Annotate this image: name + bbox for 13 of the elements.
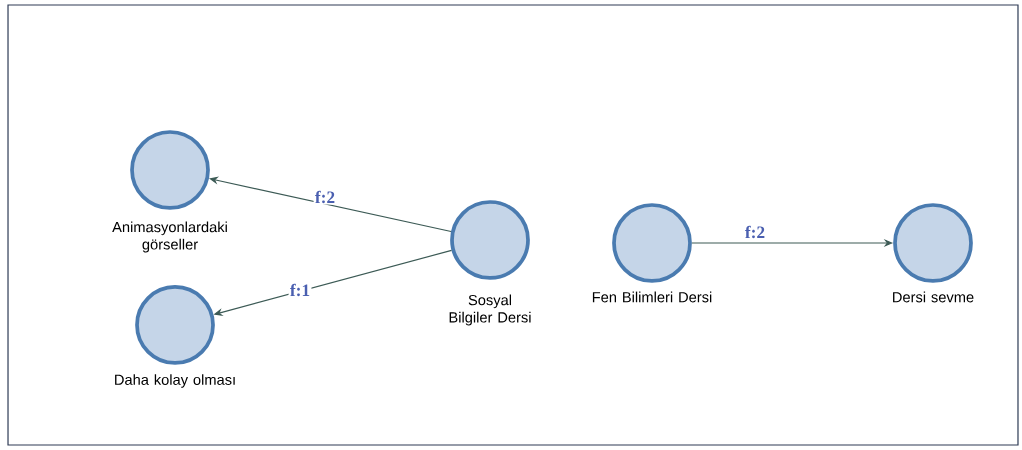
edge-label: f:2 [313,189,337,205]
node-label: Fen Bilimleri Dersi [592,291,712,303]
node-label: Dersi sevme [893,291,974,303]
node-label: Animasyonlardaki görseller [112,221,227,253]
node-label: Sosyal Bilgiler Dersi [449,294,531,326]
edge-label: f:1 [288,282,312,298]
circle-node: Daha kolay olması [115,285,235,388]
circle-node: Animasyonlardaki görseller [112,130,227,253]
circle-node: Sosyal Bilgiler Dersi [449,200,531,326]
circle-node: Dersi sevme [893,203,974,303]
circle-node: Fen Bilimleri Dersi [592,203,712,303]
edge-label: f:2 [743,224,767,240]
node-label: Daha kolay olması [115,374,235,388]
